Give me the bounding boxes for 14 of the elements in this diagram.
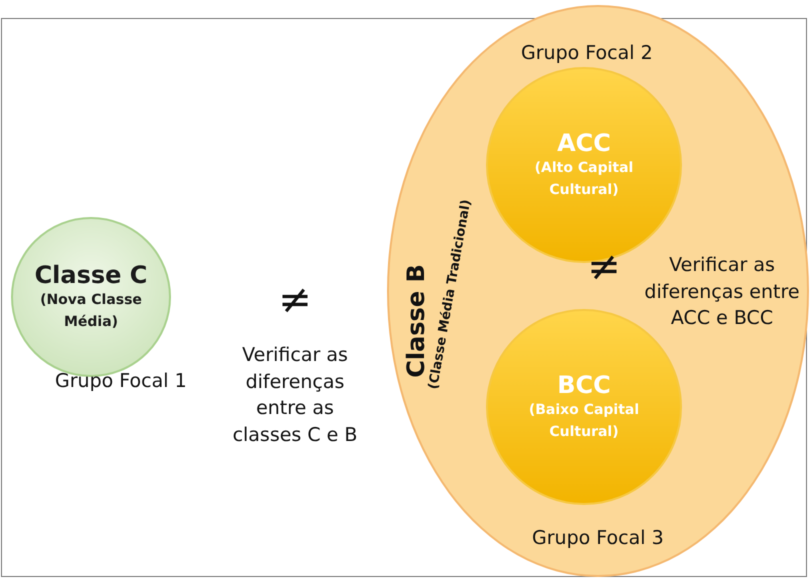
group-caption: Grupo Focal 2: [521, 42, 653, 64]
node-title: BCC: [557, 371, 611, 399]
node-subtitle: (Baixo Capital Cultural): [528, 401, 640, 442]
node-subtitle: (Alto Capital Cultural): [534, 159, 634, 200]
node-subtitle: (Nova Classe Média): [39, 291, 143, 332]
note-text: Verificar as diferenças entre ACC e BCC: [643, 253, 801, 332]
group-caption: Grupo Focal 3: [532, 527, 664, 549]
node-title: ACC: [557, 129, 611, 157]
group-caption: Grupo Focal 1: [55, 370, 187, 392]
note-text: Verificar as diferenças entre as classes C e B: [232, 343, 358, 448]
not-equal-sign: ≠: [586, 247, 622, 287]
group-title: Classe B: [402, 264, 430, 378]
not-equal-sign: ≠: [277, 280, 313, 320]
node-title: Classe C: [34, 261, 148, 289]
